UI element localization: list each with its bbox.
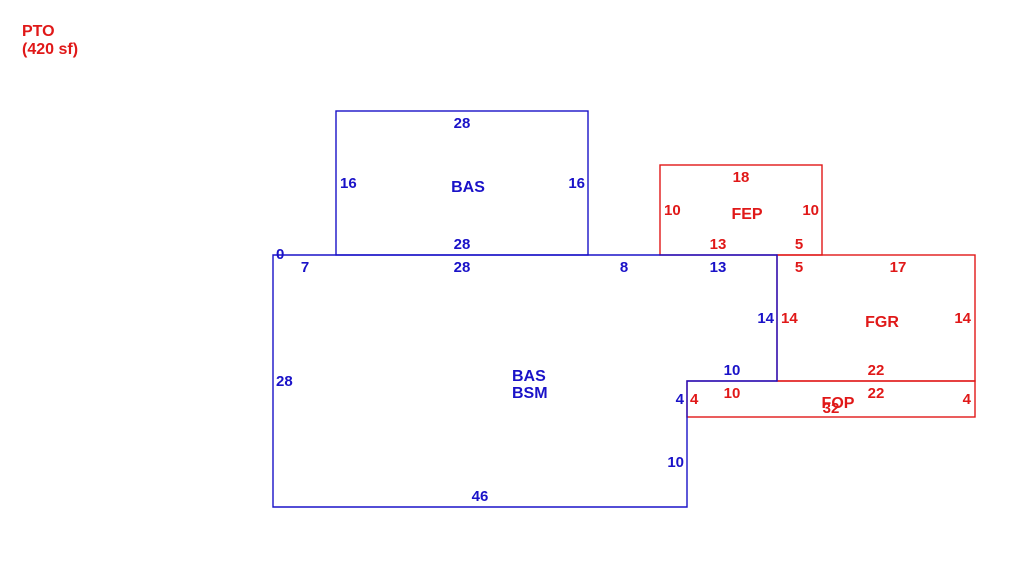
dim-label: 22: [868, 362, 885, 379]
dim-label: 22: [868, 385, 885, 402]
dim-label: 18: [733, 169, 750, 186]
header-area: (420 sf): [22, 41, 78, 58]
dim-label: 14: [757, 310, 774, 327]
dim-label: 13: [710, 236, 727, 253]
fop-label: FOP: [822, 395, 855, 412]
dim-label: 10: [724, 385, 741, 402]
dim-label: 7: [301, 259, 309, 276]
dim-label: 8: [620, 259, 628, 276]
dim-label: 4: [690, 391, 699, 408]
dim-label: 10: [667, 454, 684, 471]
dim-label: 4: [676, 391, 685, 408]
bas-main-outline: [272, 254, 778, 508]
dim-label: 10: [724, 362, 741, 379]
header-code: PTO: [22, 23, 55, 40]
dim-label: 32: [823, 400, 840, 417]
dim-label: 16: [568, 175, 585, 192]
dim-label: 28: [454, 115, 471, 132]
dim-label: 46: [472, 488, 489, 505]
dim-label: 0: [276, 246, 284, 263]
bsm-label: BSM: [512, 385, 548, 402]
dim-label: 5: [795, 259, 803, 276]
dim-label: 17: [890, 259, 907, 276]
dim-label: 14: [781, 310, 798, 327]
dim-label: 4: [963, 391, 972, 408]
fgr-label: FGR: [865, 314, 899, 331]
dim-label: 28: [454, 236, 471, 253]
dim-label: 5: [795, 236, 803, 253]
dim-label: 13: [710, 259, 727, 276]
fep-label: FEP: [731, 206, 762, 223]
dim-label: 10: [802, 202, 819, 219]
dim-label: 16: [340, 175, 357, 192]
dim-label: 10: [664, 202, 681, 219]
dim-label: 28: [454, 259, 471, 276]
dim-label: 28: [276, 373, 293, 390]
dim-label: 14: [954, 310, 971, 327]
bas-main-label: BAS: [512, 368, 546, 385]
bas-upper-label: BAS: [451, 179, 485, 196]
